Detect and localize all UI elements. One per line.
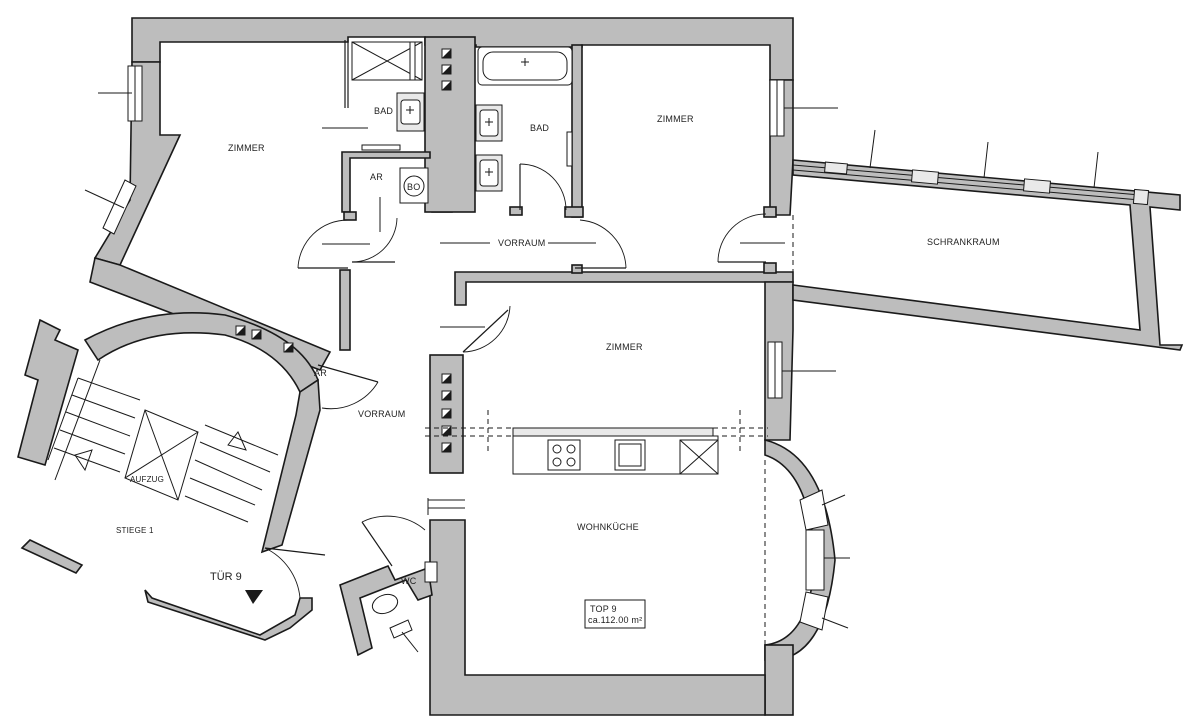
window-bay-3	[799, 591, 829, 631]
label-stiege: STIEGE 1	[116, 526, 154, 535]
label-ar-1: AR	[370, 172, 383, 182]
wall-entrance	[144, 589, 313, 641]
wall-stub-3	[564, 206, 584, 218]
label-aufzug: AUFZUG	[130, 475, 164, 484]
wall-stub-4	[763, 206, 777, 218]
kitchen-counter-top	[512, 427, 714, 437]
wall-bad2-right	[571, 44, 583, 218]
fixtures: BO	[351, 41, 719, 615]
wall-center-top	[454, 271, 794, 306]
unit-box-frame	[584, 599, 646, 629]
label-wohnkueche: WOHNKÜCHE	[577, 522, 639, 532]
window-w	[102, 179, 137, 235]
wall-kitchen-west	[429, 519, 766, 716]
wall-schrankraum-top	[792, 159, 1184, 351]
label-vorraum-1: VORRAUM	[498, 238, 545, 248]
stairs	[47, 359, 279, 604]
unit-area: ca.112.00 m²	[588, 615, 642, 625]
wall-stair-curve	[83, 311, 319, 394]
window-bay-1	[799, 489, 829, 531]
label-vorraum-2: VORRAUM	[358, 409, 405, 419]
window-bay-2	[805, 529, 825, 591]
room-labels: ZIMMER BAD AR BAD ZIMMER SCHRANKRAUM VOR…	[116, 106, 1000, 586]
label-bad-1: BAD	[374, 106, 393, 116]
wall-stair-lower	[20, 539, 84, 574]
wall-stub-5	[571, 264, 583, 274]
window-wc	[389, 619, 413, 639]
doors	[264, 40, 785, 599]
wall-stub-6	[763, 262, 777, 274]
wall-stub-7	[339, 269, 351, 351]
wall-stub-1	[343, 211, 357, 221]
svg-text:BO: BO	[407, 182, 420, 192]
wall-bad1	[341, 151, 431, 213]
label-wc: WC	[401, 576, 417, 586]
wall-stub-2	[509, 206, 523, 216]
chimney-flues	[235, 48, 452, 453]
wall-stair-left	[17, 318, 79, 466]
wall-east-low	[764, 644, 794, 716]
label-zimmer-center: ZIMMER	[606, 342, 643, 352]
label-tuer: TÜR 9	[210, 571, 242, 583]
wall-stair-right	[260, 378, 321, 554]
wall-bad-partition	[424, 36, 476, 213]
windows	[84, 65, 1150, 653]
unit-top: TOP 9	[590, 604, 617, 614]
label-ar-2: AR	[314, 368, 327, 378]
toilet	[371, 593, 399, 615]
label-zimmer-nw: ZIMMER	[228, 143, 265, 153]
wall-wc	[339, 564, 433, 657]
entrance-marker	[245, 590, 263, 604]
label-bad-2: BAD	[530, 123, 549, 133]
label-schrankraum: SCHRANKRAUM	[927, 237, 1000, 247]
label-zimmer-ne: ZIMMER	[657, 114, 694, 124]
cooktop	[547, 439, 581, 471]
unit-info-box: TOP 9 ca.112.00 m²	[584, 599, 646, 629]
